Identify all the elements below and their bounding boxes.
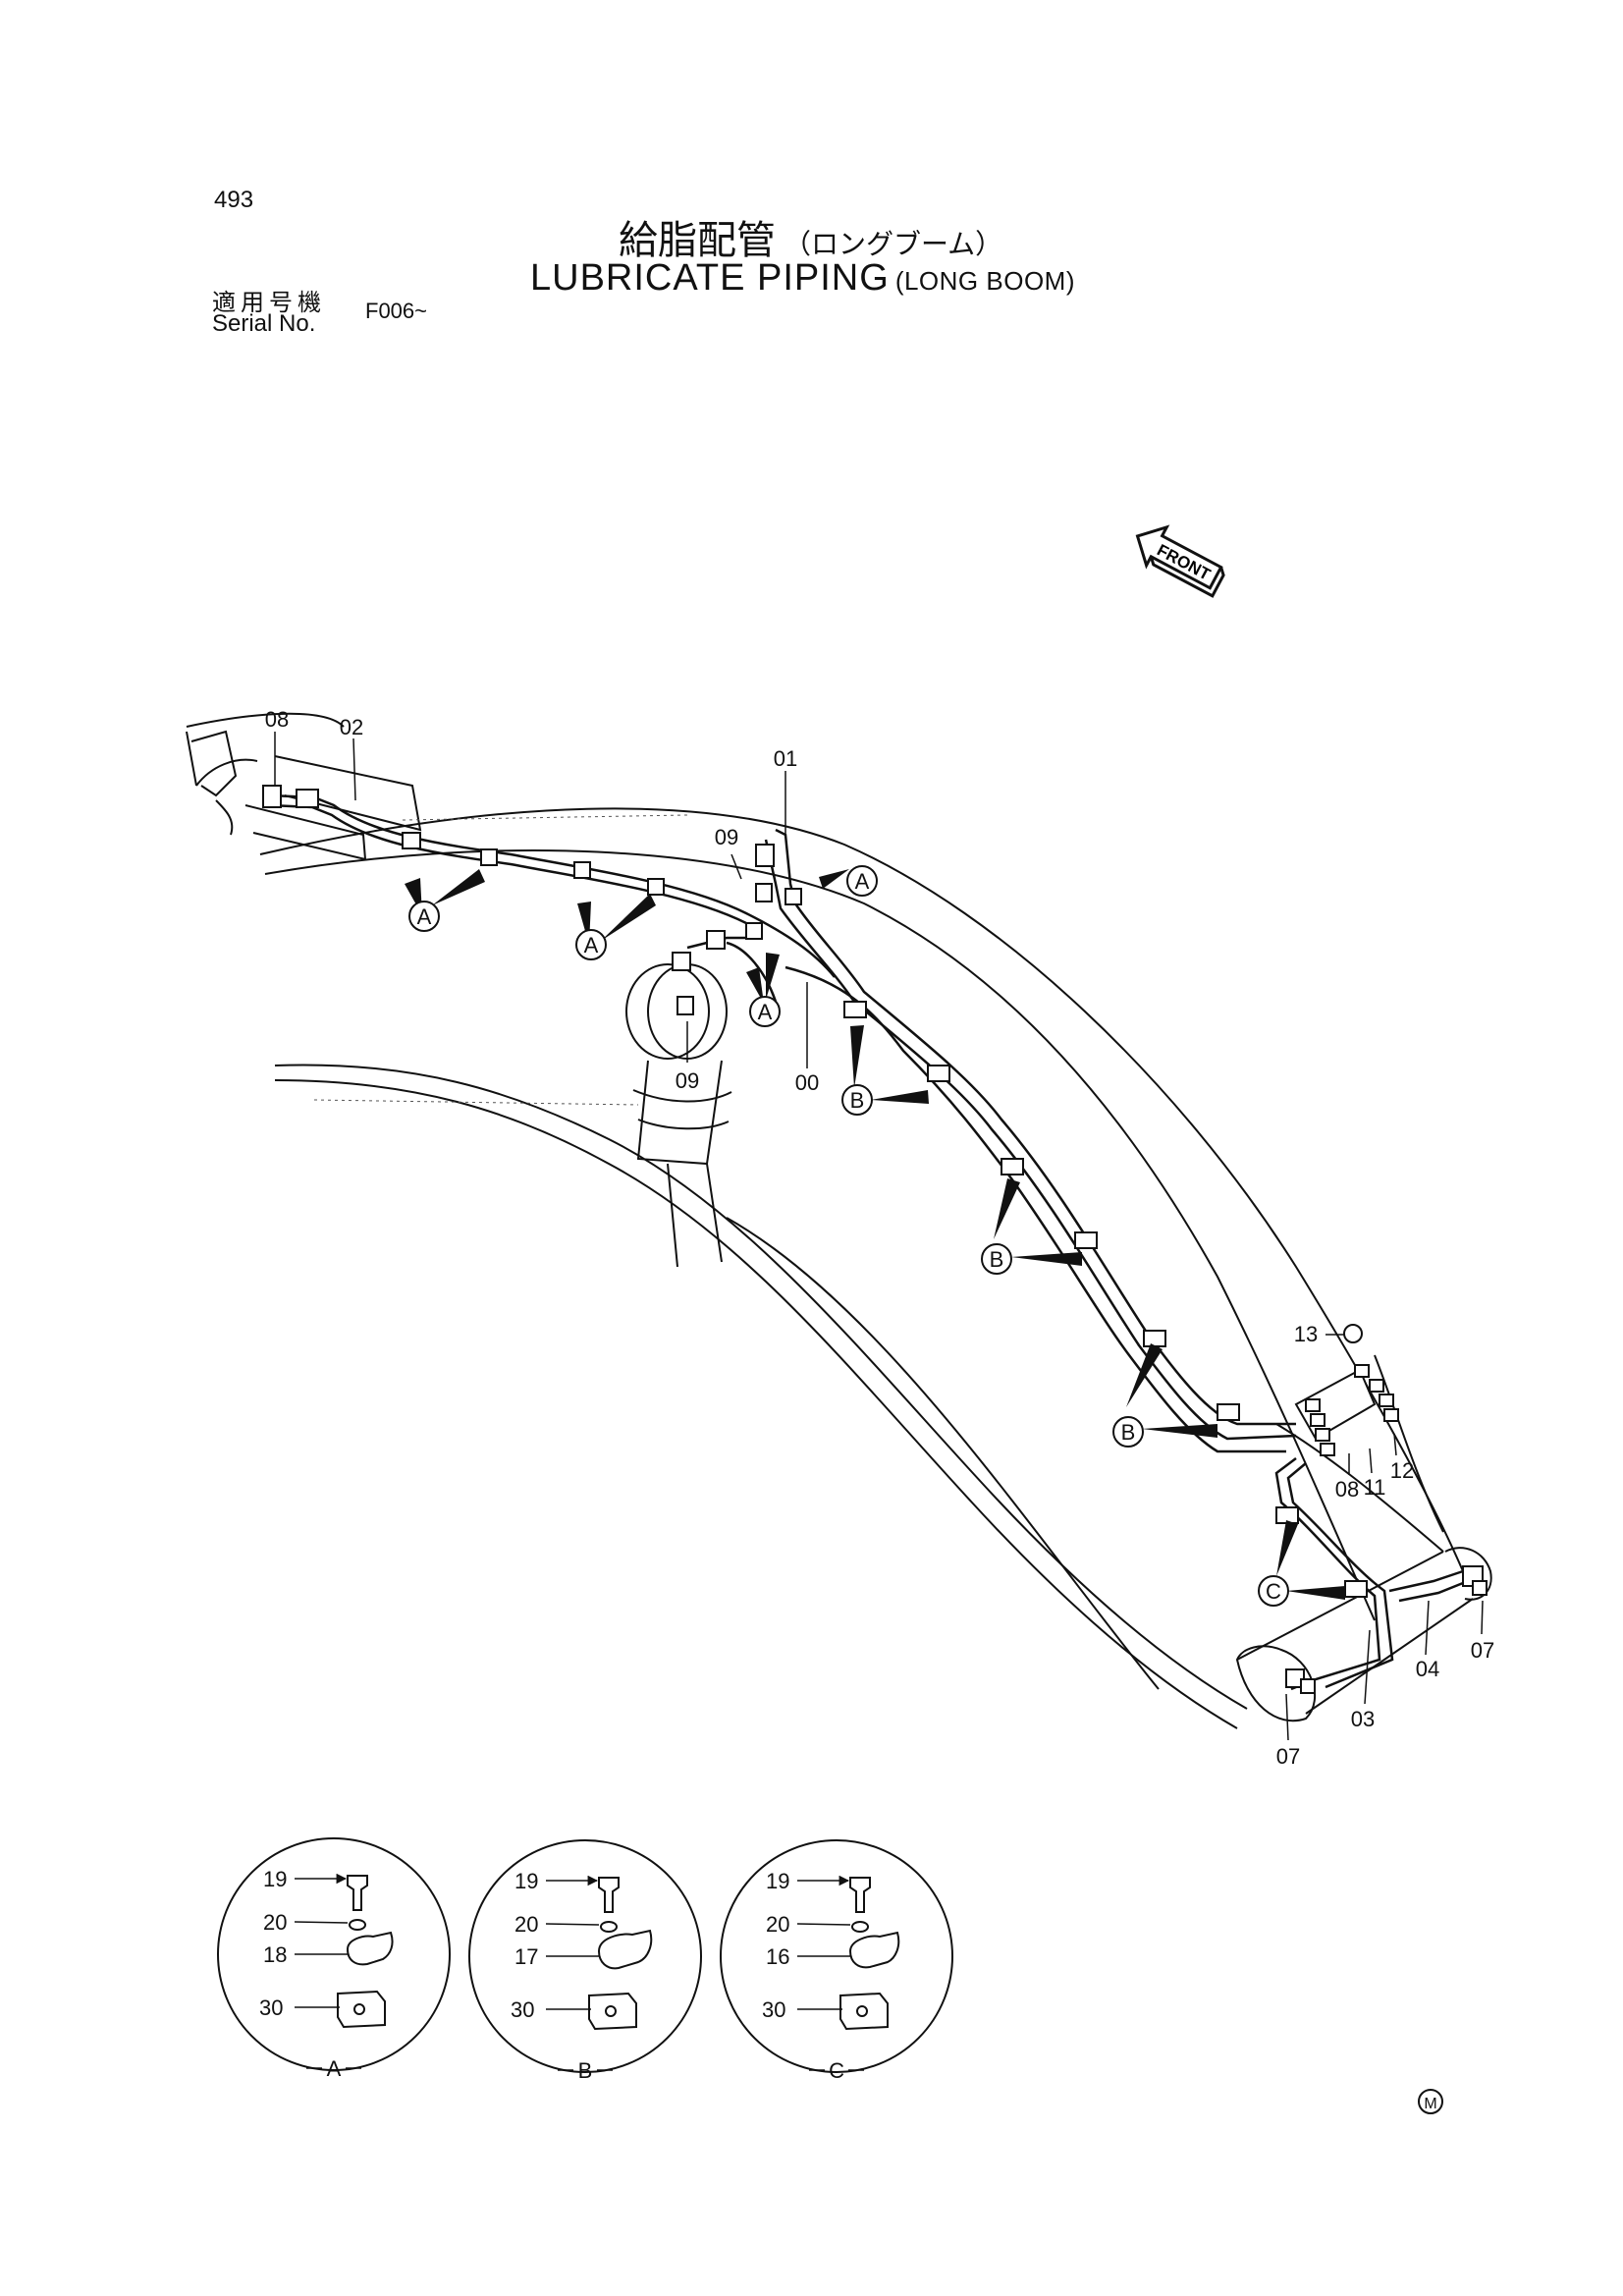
callout-a-2: A bbox=[575, 929, 607, 960]
serial-value: F006~ bbox=[365, 299, 427, 323]
svg-text:B: B bbox=[990, 1247, 1004, 1272]
part-number-01: 01 bbox=[774, 746, 797, 771]
detail-c-washer-number: 20 bbox=[766, 1912, 789, 1937]
callout-b-3: B bbox=[1112, 1416, 1144, 1448]
detail-c-clamp-number: 16 bbox=[766, 1944, 789, 1969]
svg-text:A: A bbox=[758, 1000, 773, 1024]
part-number-07-bottom: 07 bbox=[1276, 1744, 1300, 1769]
detail-b-washer-number: 20 bbox=[514, 1912, 538, 1937]
detail-c-bolt-number: 19 bbox=[766, 1869, 789, 1893]
detail-a-bolt-number: 19 bbox=[263, 1867, 287, 1891]
detail-b-bolt-icon bbox=[598, 1877, 620, 1913]
detail-b-clamp-icon bbox=[597, 1929, 653, 1970]
svg-text:A: A bbox=[855, 869, 870, 894]
clamps-and-fittings bbox=[262, 785, 1488, 1694]
part-number-13: 13 bbox=[1294, 1322, 1318, 1346]
callout-wedges bbox=[405, 869, 1345, 1600]
detail-a-bolt-icon bbox=[347, 1875, 368, 1911]
callout-a-4: A bbox=[846, 865, 878, 897]
detail-b-washer-icon bbox=[600, 1921, 618, 1933]
part-number-07-right: 07 bbox=[1471, 1638, 1494, 1663]
part-number-09-bottom: 09 bbox=[676, 1068, 699, 1093]
serial-label-japanese: 適用号機 bbox=[212, 289, 326, 316]
detail-c-label: C bbox=[829, 2058, 844, 2083]
callout-a-3: A bbox=[749, 996, 781, 1027]
detail-b: 19 20 17 30 B bbox=[468, 1839, 702, 2083]
lubricate-pipes bbox=[269, 793, 1469, 1691]
detail-a-clamp-icon bbox=[346, 1931, 394, 1966]
title-japanese-sub: （ロングブーム） bbox=[784, 228, 1003, 260]
part-number-00: 00 bbox=[795, 1070, 819, 1095]
part-number-03: 03 bbox=[1351, 1707, 1375, 1731]
detail-c-clamp-icon bbox=[848, 1931, 900, 1969]
grease-block bbox=[1294, 1324, 1399, 1456]
part-number-09-top: 09 bbox=[715, 825, 738, 849]
boom-foot-bracket bbox=[190, 730, 422, 861]
detail-c-washer-icon bbox=[851, 1921, 869, 1933]
detail-b-bolt-number: 19 bbox=[514, 1869, 538, 1893]
m-mark: M bbox=[1418, 2089, 1443, 2114]
callout-b-2: B bbox=[981, 1243, 1012, 1275]
serial-label-english: Serial No. bbox=[212, 310, 316, 337]
clamp-callouts: A A A A B B B C bbox=[408, 865, 1289, 1607]
m-mark-label: M bbox=[1424, 2096, 1436, 2112]
detail-c-bolt-icon bbox=[849, 1877, 871, 1913]
part-number-08: 08 bbox=[265, 707, 289, 732]
svg-text:B: B bbox=[1121, 1420, 1136, 1445]
boom-structure bbox=[186, 712, 1492, 1729]
svg-text:A: A bbox=[417, 904, 432, 929]
title-english: LUBRICATE PIPING(LONG BOOM) bbox=[530, 257, 1075, 300]
callout-b-1: B bbox=[841, 1084, 873, 1116]
part-number-11: 11 bbox=[1364, 1475, 1386, 1500]
part-number-04: 04 bbox=[1416, 1657, 1439, 1681]
detail-a-label: A bbox=[327, 2056, 342, 2081]
detail-a-clamp-number: 18 bbox=[263, 1942, 287, 1967]
detail-a-washer-icon bbox=[349, 1919, 366, 1931]
part-number-12: 12 bbox=[1390, 1458, 1414, 1483]
svg-text:C: C bbox=[1266, 1579, 1281, 1604]
leader-lines bbox=[274, 732, 1484, 1741]
detail-c-block-number: 30 bbox=[762, 1997, 785, 2022]
detail-b-clamp-number: 17 bbox=[514, 1944, 538, 1969]
part-number-02: 02 bbox=[340, 715, 363, 739]
svg-text:B: B bbox=[850, 1088, 865, 1113]
title-japanese-main: 給脂配管 bbox=[619, 218, 776, 263]
part-number-labels: 08 02 01 09 09 00 13 08 11 12 07 04 03 0… bbox=[265, 707, 1494, 1769]
part-number-08-block: 08 bbox=[1335, 1477, 1359, 1502]
detail-a-washer-number: 20 bbox=[263, 1910, 287, 1935]
callout-a-1: A bbox=[408, 901, 440, 932]
page-number: 493 bbox=[214, 187, 254, 213]
detail-a-block-number: 30 bbox=[259, 1995, 283, 2020]
callout-c-1: C bbox=[1258, 1575, 1289, 1607]
title-english-sub: (LONG BOOM) bbox=[894, 266, 1075, 296]
title-english-main: LUBRICATE PIPING bbox=[530, 257, 890, 299]
detail-b-block-number: 30 bbox=[511, 1997, 534, 2022]
title-japanese: 給脂配管（ロングブーム） bbox=[619, 208, 1002, 265]
detail-a: 19 20 18 30 A bbox=[217, 1837, 451, 2081]
detail-b-label: B bbox=[578, 2058, 593, 2083]
guide-lines bbox=[313, 814, 688, 1106]
svg-text:A: A bbox=[584, 933, 599, 957]
detail-c: 19 20 16 30 C bbox=[720, 1839, 953, 2083]
front-arrow-icon: FRONT bbox=[1135, 524, 1225, 598]
